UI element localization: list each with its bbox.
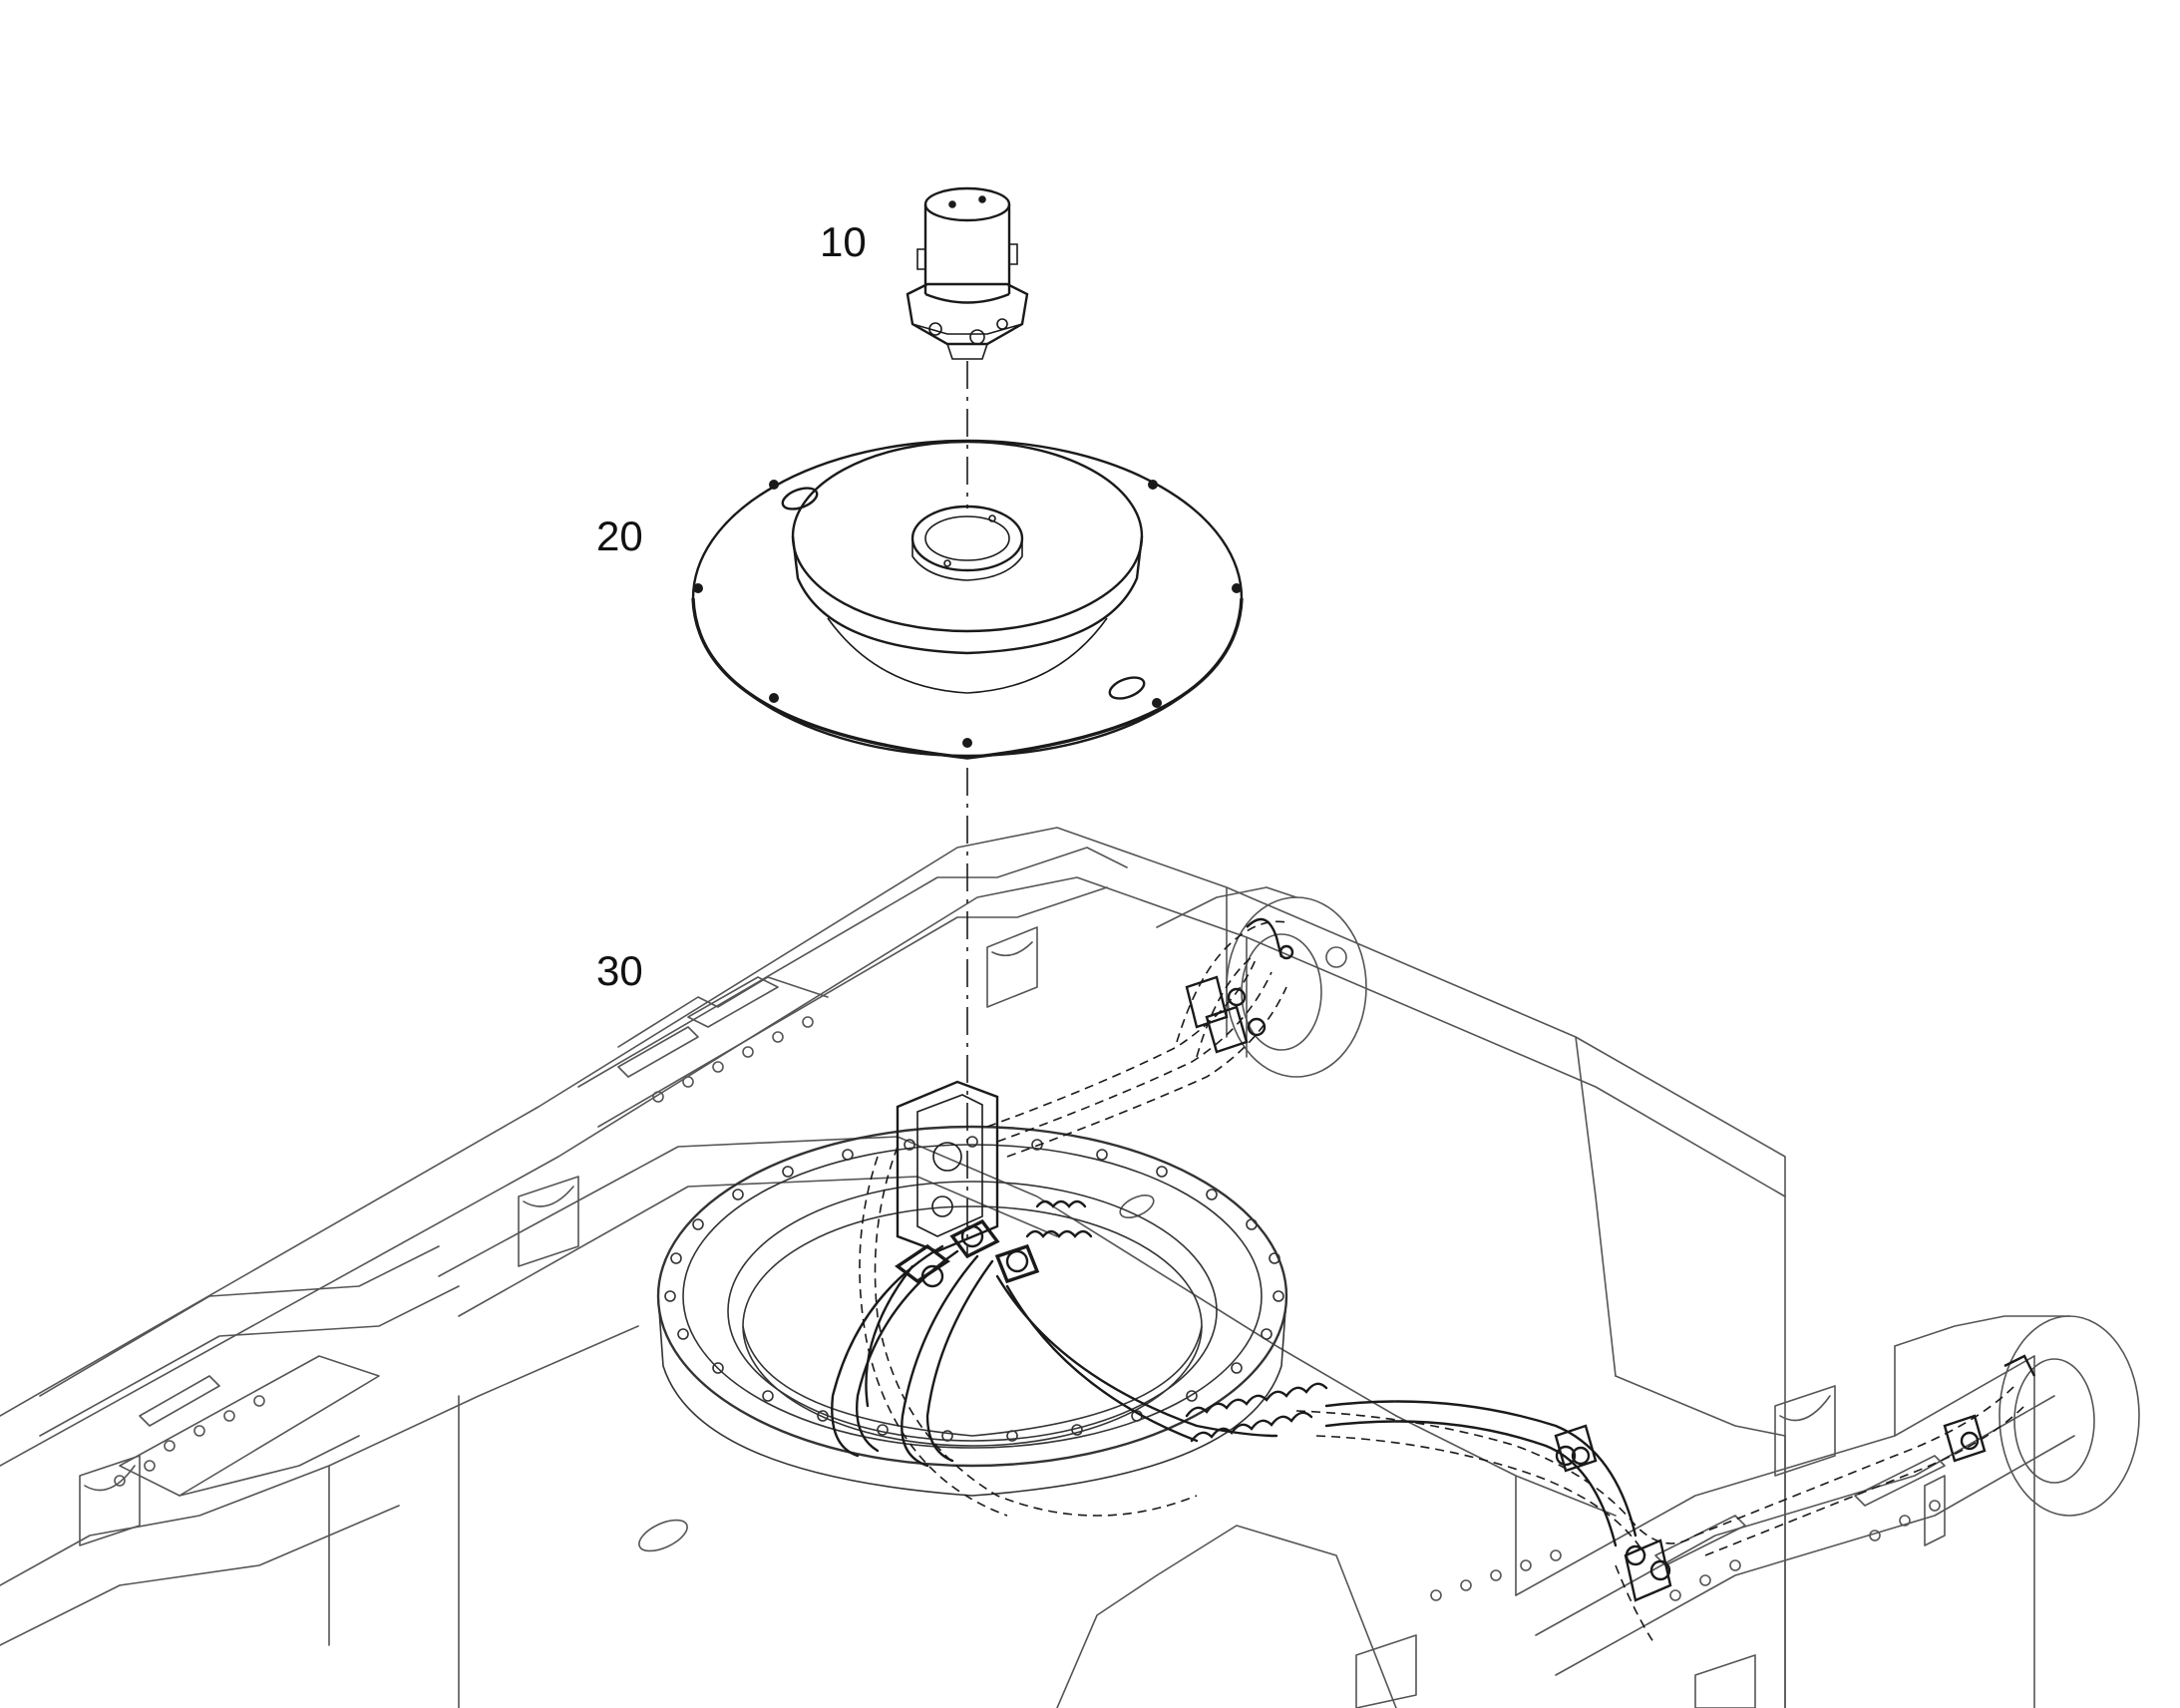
rail-holes (114, 1016, 1941, 1601)
undercarriage-frame (0, 827, 2140, 1708)
swivel-joint (906, 186, 1029, 360)
hidden-hose-routes (859, 920, 2025, 1646)
plate-bolts (693, 480, 1242, 748)
callout-20: 20 (596, 512, 643, 559)
hydraulic-hoses (831, 1199, 1646, 1566)
cover-plate (691, 439, 1244, 760)
callout-30: 30 (596, 947, 643, 994)
callout-10: 10 (820, 218, 867, 265)
lower-right-fittings (1554, 1354, 2036, 1602)
rail-saddles (79, 926, 1946, 1708)
slewing-ring (656, 1125, 1288, 1497)
upper-right-fittings (1185, 917, 1294, 1054)
rotary-joint-seat (896, 1080, 999, 1253)
